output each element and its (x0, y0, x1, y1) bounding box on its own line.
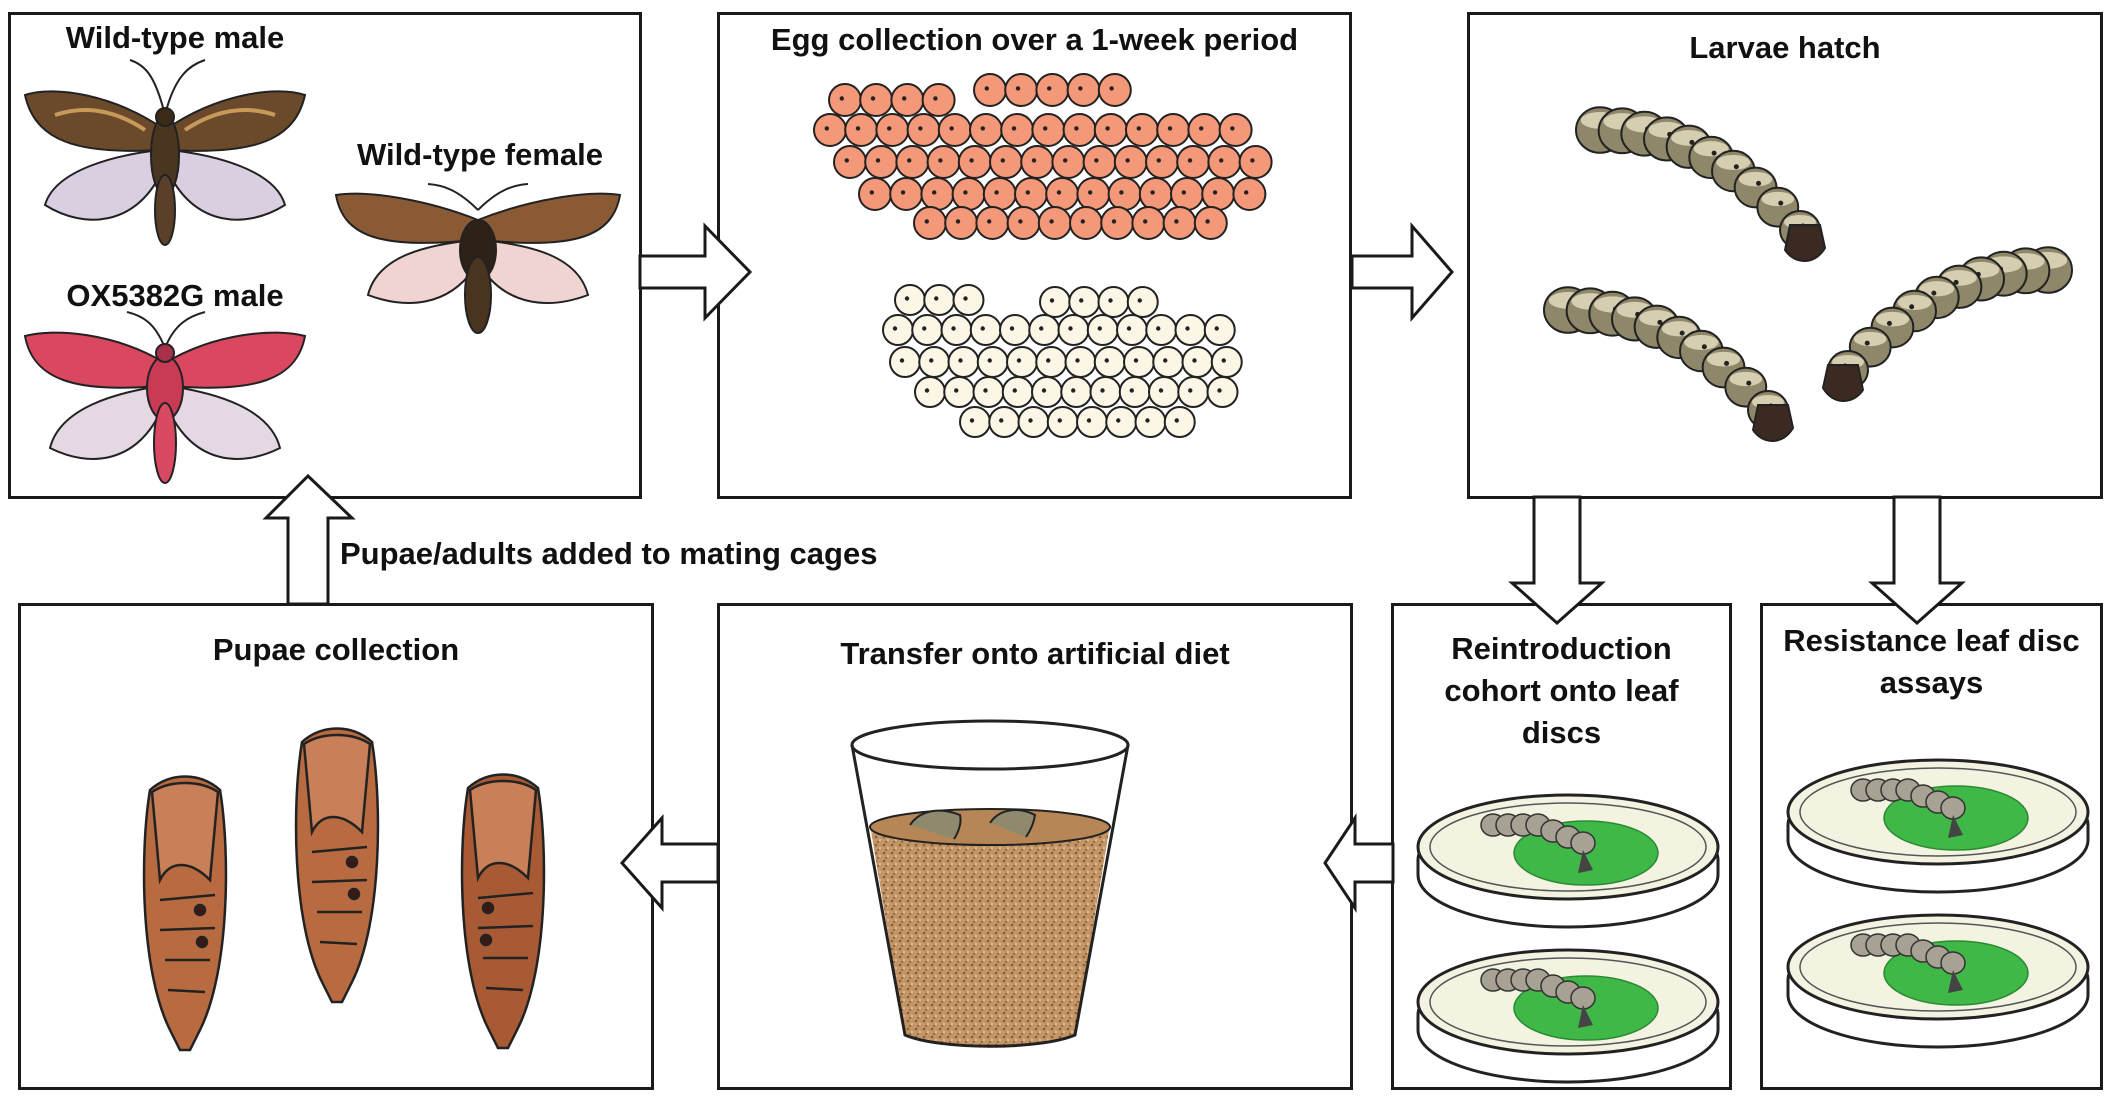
arrow-larvae-to-resistance (1868, 495, 1966, 626)
arrow-diet-to-pupae (619, 814, 720, 912)
arrow-reintroduction-to-diet (1323, 813, 1395, 913)
petri-dish-icon (1786, 758, 2090, 894)
larva-icon (1543, 286, 1795, 442)
arrow-pupae-to-mating-cages (262, 473, 356, 606)
pink-egg-cluster-icon (813, 73, 1273, 240)
petri-dish-icon (1416, 948, 1720, 1084)
wild-type-male-moth-icon (23, 59, 307, 246)
petri-dish-icon (1786, 913, 2090, 1049)
larva-icon (1821, 246, 2073, 402)
wild-type-male-label: Wild-type male (65, 20, 285, 55)
larvae-hatch-title: Larvae hatch (1689, 30, 1881, 65)
pupae-to-cages-label: Pupae/adults added to mating cages (340, 536, 878, 571)
diet-cup-icon (850, 719, 1130, 1048)
cream-egg-cluster-icon (882, 284, 1243, 438)
arrow-eggs-to-larvae (1350, 221, 1454, 323)
pupa-icon (294, 727, 380, 1004)
resistance-assay-title: Resistance leaf disc assays (1783, 623, 2080, 701)
ox5382g-male-label: OX5382G male (66, 278, 284, 313)
egg-collection-title: Egg collection over a 1-week period (770, 22, 1299, 57)
arrow-mating-to-eggs (638, 222, 753, 322)
pupa-icon (460, 773, 546, 1050)
petri-dish-icon (1416, 793, 1720, 929)
pupa-icon (142, 775, 228, 1052)
reintroduction-title: Reintroduction cohort onto leaf discs (1444, 631, 1679, 751)
pupae-collection-title: Pupae collection (212, 632, 460, 667)
ox5382g-male-moth-icon (23, 311, 307, 484)
larva-icon (1575, 106, 1827, 262)
arrow-larvae-to-reintroduction (1508, 495, 1606, 626)
artificial-diet-title: Transfer onto artificial diet (840, 636, 1230, 671)
wild-type-female-moth-icon (334, 183, 622, 334)
wild-type-female-label: Wild-type female (356, 137, 604, 172)
